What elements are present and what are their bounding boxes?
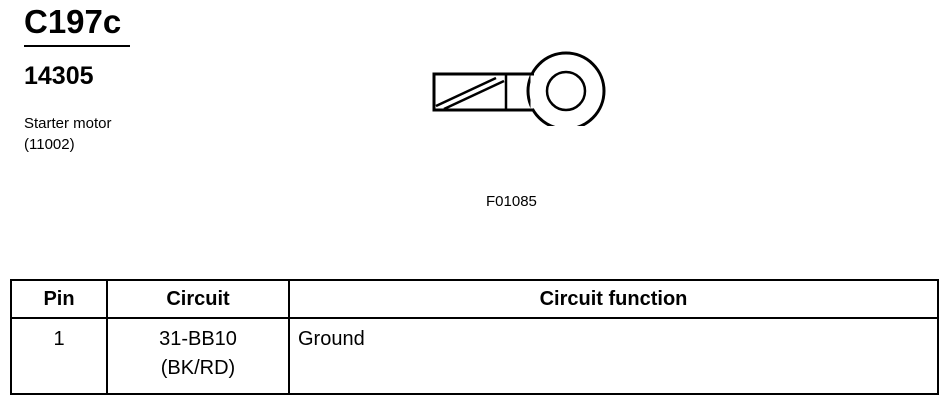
- figure-code: F01085: [486, 193, 537, 210]
- ring-terminal-icon: [432, 51, 606, 126]
- table-row: 1 31-BB10 (BK/RD) Ground: [10, 317, 939, 395]
- connector-id: C197c: [24, 2, 130, 47]
- header-circuit-function: Circuit function: [288, 279, 939, 319]
- wire-color: (BK/RD): [160, 357, 236, 379]
- circuit-function: Ground: [288, 317, 939, 395]
- component-description: Starter motor (11002): [24, 113, 112, 155]
- header-circuit: Circuit: [106, 279, 290, 319]
- pin-table: Pin Circuit Circuit function 1 31-BB10 (…: [10, 279, 939, 395]
- pin-number: 1: [10, 317, 108, 395]
- part-number: 14305: [24, 62, 94, 90]
- circuit-cell: 31-BB10 (BK/RD): [106, 317, 290, 395]
- component-code: (11002): [24, 136, 75, 153]
- table-header-row: Pin Circuit Circuit function: [10, 279, 939, 319]
- component-name: Starter motor: [24, 115, 112, 132]
- circuit-id: 31-BB10: [159, 328, 237, 350]
- header-pin: Pin: [10, 279, 108, 319]
